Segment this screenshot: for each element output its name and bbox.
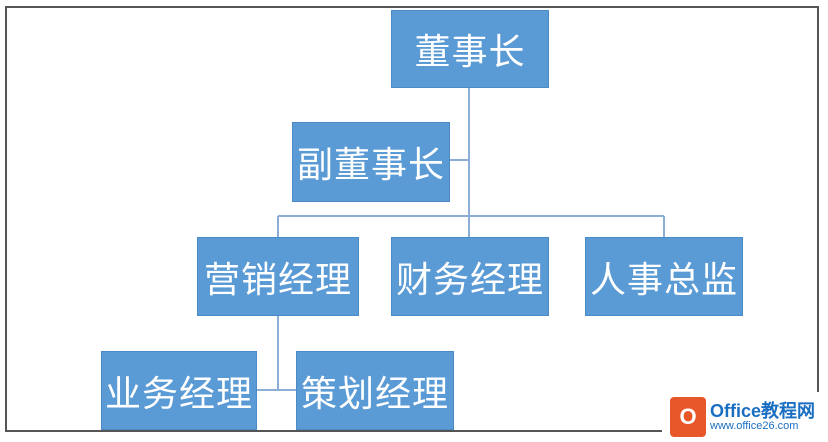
node-planning-manager: 策划经理 [296, 351, 454, 430]
node-business-manager: 业务经理 [101, 351, 257, 430]
node-chairman: 董事长 [391, 10, 549, 88]
watermark-url: www.office26.com [710, 419, 799, 432]
office-logo-icon: O [670, 397, 706, 437]
node-marketing-manager: 营销经理 [197, 237, 359, 316]
node-vice-chairman: 副董事长 [292, 122, 450, 202]
node-finance-manager: 财务经理 [391, 237, 549, 316]
watermark-brand: Office教程网 [710, 400, 816, 421]
node-hr-director: 人事总监 [585, 237, 743, 316]
watermark: O Office教程网 www.office26.com [662, 392, 828, 442]
